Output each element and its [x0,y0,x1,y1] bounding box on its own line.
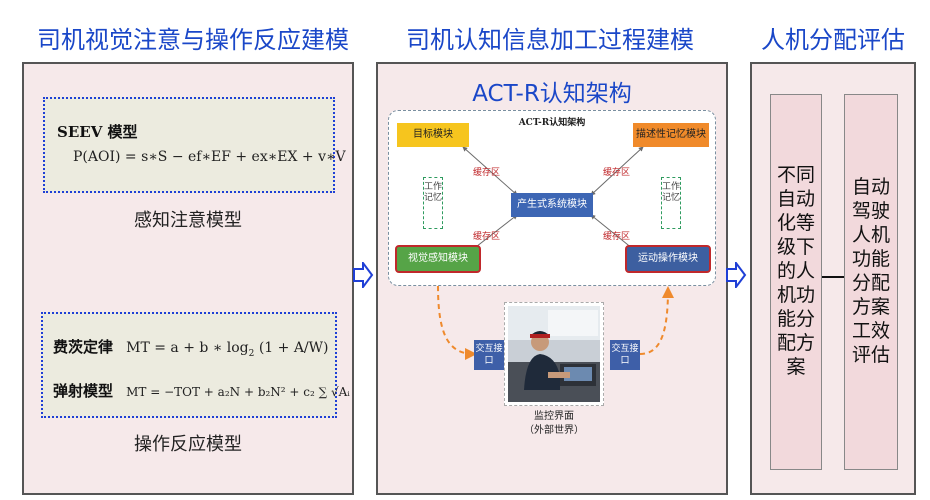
ergonomic-eval-box: 自动驾驶人机功能分配方案工效评估 [844,94,898,470]
seev-title: SEEV 模型 [57,123,138,141]
seev-formula: P(AOI) = s∗S − ef∗EF + ex∗EX + v∗V [73,149,346,165]
allocation-scheme-box: 不同自动化等级下的人机功能分配方案 [770,94,822,470]
buffer-label-bottom-right: 缓存区 [603,232,631,242]
goal-module: 目标模块 [397,123,469,147]
fitts-formula: MT = a + b ∗ log2 (1 + A/W) [126,340,329,359]
ergonomic-eval-text: 自动驾驶人机功能分配方案工效评估 [851,176,890,366]
operation-model-box: 费茨定律 MT = a + b ∗ log2 (1 + A/W) 弹射模型 MT… [41,312,350,418]
seev-model-box: SEEV 模型 P(AOI) = s∗S − ef∗EF + ex∗EX + v… [43,97,346,193]
ballistic-title: 弹射模型 [53,382,114,400]
connector-line [822,276,844,278]
buffer-label-top-right: 缓存区 [603,168,631,178]
declarative-memory-module: 描述性记忆模块 [633,123,709,147]
act-r-title: ACT-R认知架构 [472,81,632,107]
right-panel: 不同自动化等级下的人机功能分配方案 自动驾驶人机功能分配方案工效评估 [750,62,916,495]
act-r-diagram-frame: ACT-R认知架构 目标模块 描述性记忆模块 产生式系统模块 视觉感知模块 运动… [388,110,716,286]
monitor-caption-line2: （外部世界） [524,425,584,436]
working-memory-left: 工作记忆 [423,177,443,229]
production-system-module: 产生式系统模块 [511,193,593,217]
motor-operation-module: 运动操作模块 [625,245,711,273]
heading-cognitive-process: 司机认知信息加工过程建模 [406,26,694,54]
buffer-label-top-left: 缓存区 [473,168,501,178]
fitts-title: 费茨定律 [53,338,114,356]
act-r-inner-title: ACT-R认知架构 [518,118,586,128]
train-driver-photo [508,306,600,402]
right-arrow-icon [726,262,747,288]
buffer-label-bottom-left: 缓存区 [473,232,501,242]
middle-panel: ACT-R认知架构 ACT-R认知架构 目标模块 描述性记忆模块 产生式系统模块… [376,62,728,495]
interface-left: 交互接口 [474,340,504,370]
ballistic-row: 弹射模型 MT = −TOT + a₂N + b₂N² + c₂ ∑ √Aᵢ [53,380,350,401]
perception-attention-caption: 感知注意模型 [134,210,242,231]
monitor-interface-image [504,302,604,406]
heading-allocation-eval: 人机分配评估 [761,26,905,54]
allocation-scheme-text: 不同自动化等级下的人机功能分配方案 [776,164,815,378]
interaction-loop-arrows [437,285,674,360]
left-panel: SEEV 模型 P(AOI) = s∗S − ef∗EF + ex∗EX + v… [22,62,354,495]
monitor-caption: 监控界面 （外部世界） [484,410,624,438]
working-memory-right: 工作记忆 [661,177,681,229]
operation-reaction-caption: 操作反应模型 [134,434,242,455]
interface-right: 交互接口 [610,340,640,370]
right-arrow-icon [353,262,374,288]
ballistic-formula: MT = −TOT + a₂N + b₂N² + c₂ ∑ √Aᵢ [126,385,350,399]
visual-perception-module: 视觉感知模块 [395,245,481,273]
monitor-caption-line1: 监控界面 [534,411,574,422]
heading-driver-attention: 司机视觉注意与操作反应建模 [37,26,349,54]
fitts-row: 费茨定律 MT = a + b ∗ log2 (1 + A/W) [53,336,329,359]
